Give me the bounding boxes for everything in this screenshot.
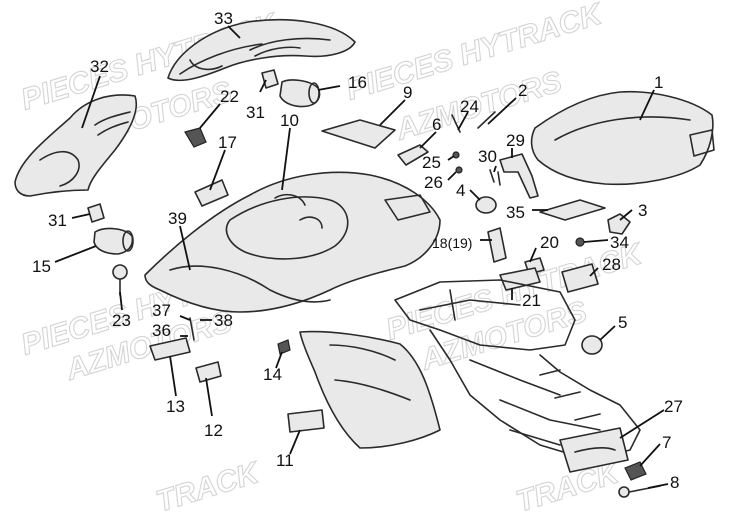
callout-20: 20 — [540, 233, 559, 252]
callout-23: 23 — [112, 311, 131, 330]
part-30-bolt — [489, 169, 501, 186]
callout-31: 31 — [246, 103, 265, 122]
part-34-grommet — [575, 237, 585, 247]
callout-37: 37 — [152, 301, 171, 320]
part-12-reflector — [195, 361, 222, 383]
leader-lines — [54, 25, 669, 489]
part-37-screw — [189, 317, 195, 341]
part-28-tray — [561, 263, 599, 293]
callout-25: 25 — [422, 153, 441, 172]
part-10-front-body — [144, 171, 441, 313]
callout-31: 31 — [48, 211, 67, 230]
callout-16: 16 — [348, 73, 367, 92]
callout-39: 39 — [168, 209, 187, 228]
callout-7: 7 — [662, 433, 671, 452]
callout-24: 24 — [460, 97, 479, 116]
callout-5: 5 — [618, 313, 627, 332]
callout-17: 17 — [218, 133, 237, 152]
part-3-cap — [607, 213, 631, 235]
callout-22: 22 — [220, 87, 239, 106]
part-14-bolt — [277, 339, 291, 355]
callout-35: 35 — [506, 203, 525, 222]
part-2-rod — [477, 111, 496, 129]
callout-15: 15 — [32, 257, 51, 276]
part-7-nut — [624, 461, 647, 481]
callout-27: 27 — [664, 397, 683, 416]
part-5-cap — [581, 335, 603, 355]
part-23-bolt — [112, 264, 128, 296]
part-4-cap — [475, 196, 497, 214]
callout-labels: 33 32 22 31 16 9 24 2 1 6 10 17 29 25 30… — [32, 9, 683, 492]
part-31b-clip — [87, 203, 105, 223]
callout-33: 33 — [214, 9, 233, 28]
part-9-plate — [321, 119, 396, 149]
callout-29: 29 — [506, 131, 525, 150]
callout-36: 36 — [152, 321, 171, 340]
part-22-bracket — [184, 127, 207, 148]
callout-18-19: 18(19) — [432, 235, 472, 251]
callout-12: 12 — [204, 421, 223, 440]
callout-2: 2 — [518, 81, 527, 100]
callout-9: 9 — [403, 83, 412, 102]
part-rear-panel — [299, 330, 441, 449]
watermark: TRACK — [152, 456, 264, 515]
part-25-nut — [452, 151, 460, 159]
callout-26: 26 — [424, 173, 443, 192]
callout-10: 10 — [280, 111, 299, 130]
part-29-bracket — [499, 153, 539, 199]
callout-6: 6 — [432, 115, 441, 134]
part-11-reflector — [287, 409, 325, 433]
part-32-front-fender — [14, 94, 137, 197]
part-31a-clip — [261, 69, 279, 89]
callout-3: 3 — [638, 201, 647, 220]
part-1-seat — [530, 90, 715, 186]
callout-14: 14 — [263, 365, 282, 384]
part-26-washer — [455, 166, 463, 174]
part-27-skid-plate — [559, 427, 629, 473]
callout-1: 1 — [654, 73, 663, 92]
part-35-bracket — [539, 199, 606, 221]
part-13-reflector — [149, 337, 191, 361]
callout-13: 13 — [166, 397, 185, 416]
callout-11: 11 — [276, 451, 294, 470]
callout-4: 4 — [456, 181, 465, 200]
callout-32: 32 — [90, 57, 109, 76]
part-16-headlight — [279, 79, 321, 108]
callout-38: 38 — [214, 311, 233, 330]
part-33-upper-front-cover — [167, 19, 356, 82]
callout-21: 21 — [522, 291, 541, 310]
callout-28: 28 — [602, 255, 621, 274]
callout-30: 30 — [478, 147, 497, 166]
part-6-bracket — [397, 144, 429, 166]
part-21-bracket — [499, 267, 541, 291]
callout-8: 8 — [670, 473, 679, 492]
part-18-bracket — [487, 227, 507, 263]
callout-34: 34 — [610, 233, 629, 252]
part-15-headlight — [93, 227, 134, 255]
